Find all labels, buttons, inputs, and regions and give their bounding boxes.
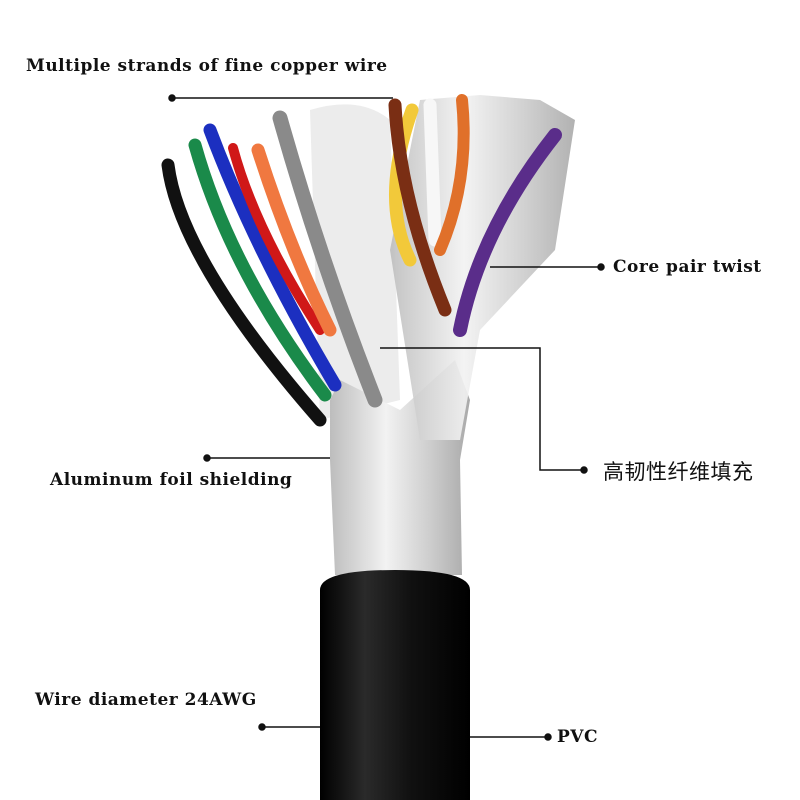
wire-gray [272, 110, 383, 408]
wire-blue [203, 123, 342, 392]
wire-orange [251, 143, 337, 337]
label-copper-strands: Multiple strands of fine copper wire [26, 56, 388, 76]
fiber-filler [310, 104, 400, 420]
label-fiber-filling: 高韧性纤维填充 [603, 460, 754, 484]
wire-black [161, 158, 327, 427]
label-pvc: PVC [557, 727, 599, 747]
pvc-jacket [320, 570, 470, 800]
label-aluminum-foil: Aluminum foil shielding [50, 470, 293, 490]
label-wire-diameter: Wire diameter 24AWG [35, 690, 257, 710]
wire-brown [388, 98, 452, 317]
callout-lines [168, 94, 605, 741]
wire-red [228, 143, 325, 335]
label-core-pair-twist: Core pair twist [613, 257, 762, 277]
wire-purple [453, 128, 562, 337]
wires [161, 94, 562, 427]
wire-orange-2 [434, 94, 470, 256]
wire-green [188, 138, 332, 402]
wire-yellow [389, 103, 419, 267]
wire-white [423, 98, 442, 247]
